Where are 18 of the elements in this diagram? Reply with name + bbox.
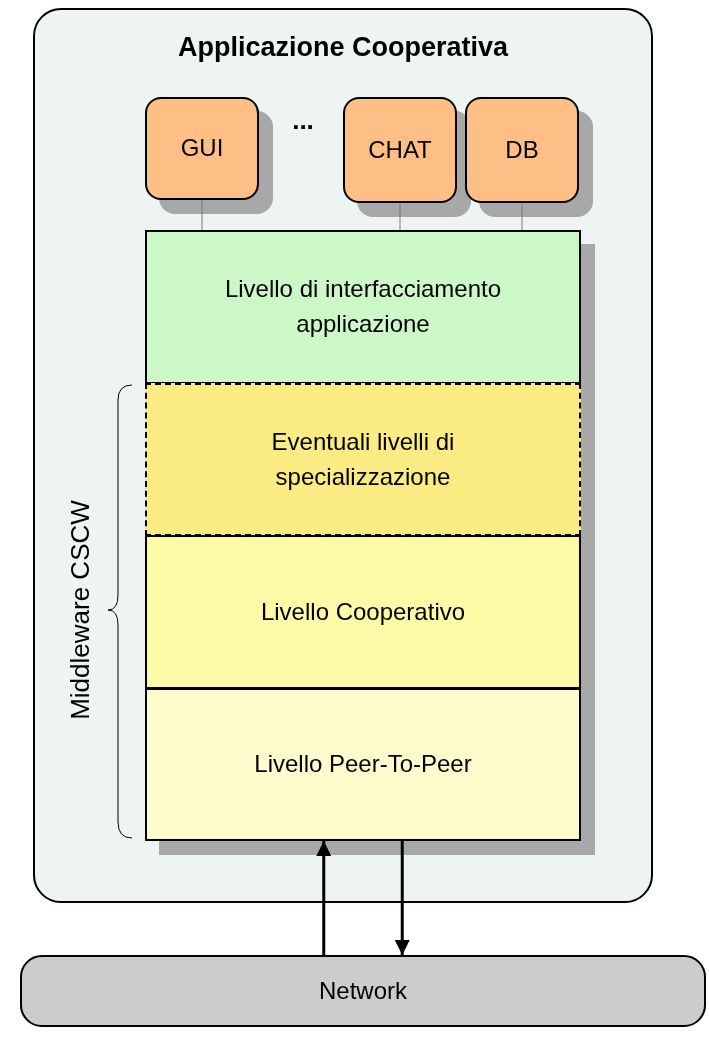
connector-line	[399, 202, 401, 231]
arrow	[316, 841, 332, 955]
arrow	[394, 841, 410, 955]
ellipsis-text: ...	[291, 104, 315, 137]
group-label: Middleware CSCW	[64, 499, 96, 722]
box-label: Livello di interfacciamento applicazione	[223, 274, 503, 339]
box-label: GUI	[179, 133, 225, 164]
connector-line	[201, 199, 203, 231]
box-label: Network	[318, 975, 408, 1006]
connector-line	[521, 202, 523, 231]
box-label: Livello Peer-To-Peer	[253, 749, 473, 780]
network-box	[20, 955, 706, 1027]
application-frame	[33, 8, 653, 903]
box-label: CHAT	[367, 134, 433, 165]
box-label: Eventuali livelli di specializzazione	[270, 426, 456, 492]
box-label: Livello Cooperativo	[259, 596, 467, 627]
box-label: DB	[504, 134, 540, 165]
frame-title: Applicazione Cooperativa	[176, 31, 510, 64]
